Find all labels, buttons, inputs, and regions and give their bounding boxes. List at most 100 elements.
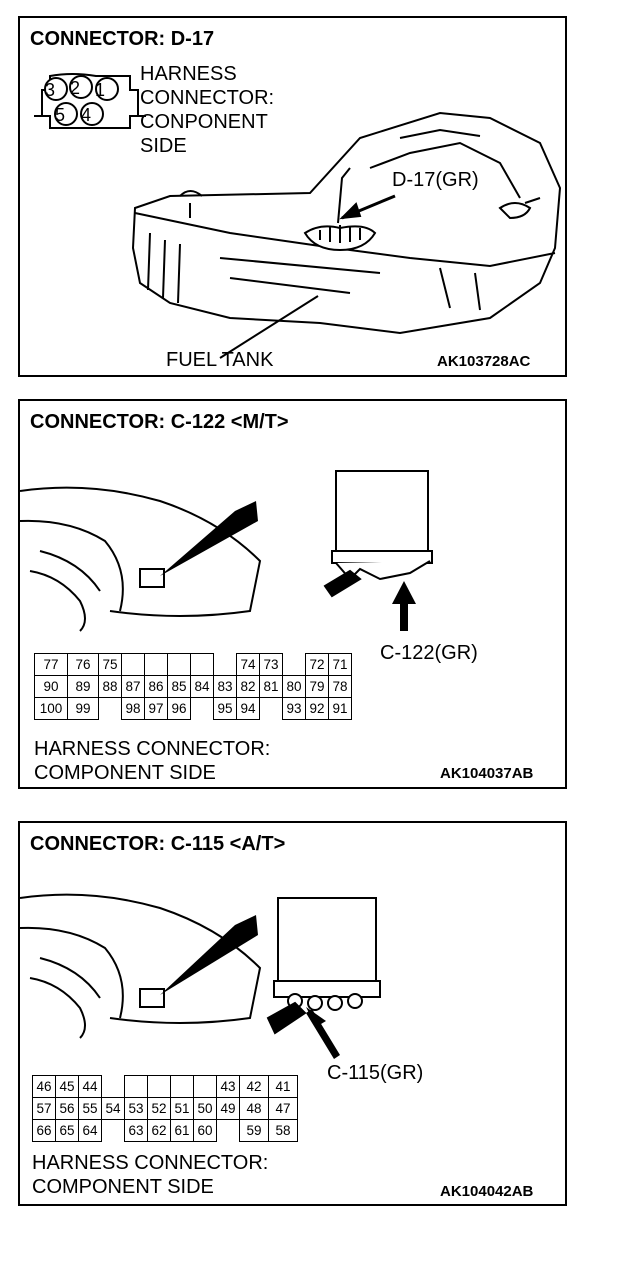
- empty-cavity: [99, 698, 122, 720]
- pin-5: 5: [54, 105, 65, 125]
- dashboard-illustration: [20, 893, 381, 1059]
- pin-86: 86: [144, 675, 168, 698]
- pin-55: 55: [78, 1097, 102, 1120]
- harness-label-4: SIDE: [140, 135, 187, 157]
- location-pointer: [160, 501, 258, 576]
- pin-96: 96: [167, 697, 191, 720]
- empty-cavity: [191, 698, 214, 720]
- pin-42: 42: [239, 1075, 269, 1098]
- panel-title: CONNECTOR: C-115 <A/T>: [30, 833, 286, 855]
- pin-95: 95: [213, 697, 237, 720]
- panel-title: CONNECTOR: C-122 <M/T>: [30, 411, 289, 433]
- pin-74: 74: [236, 653, 260, 676]
- pin-59: 59: [239, 1119, 269, 1142]
- pin-44: 44: [78, 1075, 102, 1098]
- pin-99: 99: [67, 697, 99, 720]
- pin-62: 62: [147, 1119, 171, 1142]
- pin-89: 89: [67, 675, 99, 698]
- pin-79: 79: [305, 675, 329, 698]
- pin-4: 4: [80, 105, 91, 125]
- empty-cavity: [217, 1120, 240, 1142]
- ecu-module: [323, 470, 433, 598]
- empty-cavity: [214, 654, 237, 676]
- pin-77: 77: [34, 653, 68, 676]
- connector-callout: C-122(GR): [380, 642, 478, 664]
- empty-cavity: [102, 1076, 125, 1098]
- empty-cavity: [170, 1075, 194, 1098]
- pin-84: 84: [190, 675, 214, 698]
- pin-93: 93: [282, 697, 306, 720]
- dashboard-drawing: [20, 486, 262, 632]
- empty-cavity: [260, 698, 283, 720]
- caption-line-1: HARNESS CONNECTOR:: [34, 738, 271, 760]
- pin-2: 2: [69, 78, 80, 98]
- empty-cavity: [193, 1075, 217, 1098]
- caption-line-2: COMPONENT SIDE: [32, 1176, 214, 1198]
- pin-57: 57: [32, 1097, 56, 1120]
- harness-label-3: CONPONENT: [140, 111, 268, 133]
- empty-cavity: [124, 1075, 148, 1098]
- empty-cavity: [102, 1120, 125, 1142]
- pin-41: 41: [268, 1075, 298, 1098]
- pin-90: 90: [34, 675, 68, 698]
- pin-81: 81: [259, 675, 283, 698]
- callout-arrow: [392, 581, 416, 631]
- harness-label-1: HARNESS: [140, 63, 237, 85]
- pin-80: 80: [282, 675, 306, 698]
- fuel-tank-illustration: [34, 73, 562, 359]
- pin-82: 82: [236, 675, 260, 698]
- pin-76: 76: [67, 653, 99, 676]
- pin-43: 43: [216, 1075, 240, 1098]
- pin-83: 83: [213, 675, 237, 698]
- pin-53: 53: [124, 1097, 148, 1120]
- connector-pin-diagram: [34, 73, 146, 129]
- pin-73: 73: [259, 653, 283, 676]
- location-pointer: [160, 915, 258, 995]
- pin-54: 54: [101, 1097, 125, 1120]
- pin-46: 46: [32, 1075, 56, 1098]
- empty-cavity: [121, 653, 145, 676]
- pin-49: 49: [216, 1097, 240, 1120]
- pin-61: 61: [170, 1119, 194, 1142]
- pin-92: 92: [305, 697, 329, 720]
- connector-d17-panel: CONNECTOR: D-17: [18, 16, 567, 377]
- empty-cavity: [283, 654, 306, 676]
- empty-cavity: [144, 653, 168, 676]
- pin-98: 98: [121, 697, 145, 720]
- callout-arrow: [306, 1007, 340, 1059]
- caption-line-2: COMPONENT SIDE: [34, 762, 216, 784]
- dashboard-drawing: [20, 893, 262, 1039]
- empty-cavity: [147, 1075, 171, 1098]
- empty-cavity: [190, 653, 214, 676]
- pin-91: 91: [328, 697, 352, 720]
- pin-3: 3: [44, 80, 55, 100]
- figure-code: AK104037AB: [440, 765, 534, 782]
- pin-50: 50: [193, 1097, 217, 1120]
- pin-75: 75: [98, 653, 122, 676]
- harness-label-2: CONNECTOR:: [140, 87, 275, 109]
- pin-52: 52: [147, 1097, 171, 1120]
- fuel-tank-label: FUEL TANK: [166, 349, 274, 371]
- empty-cavity: [167, 653, 191, 676]
- pin-78: 78: [328, 675, 352, 698]
- pin-97: 97: [144, 697, 168, 720]
- caption-line-1: HARNESS CONNECTOR:: [32, 1152, 269, 1174]
- pin-48: 48: [239, 1097, 269, 1120]
- pin-65: 65: [55, 1119, 79, 1142]
- pin-63: 63: [124, 1119, 148, 1142]
- pin-85: 85: [167, 675, 191, 698]
- pin-58: 58: [268, 1119, 298, 1142]
- pin-71: 71: [328, 653, 352, 676]
- connector-callout: C-115(GR): [327, 1062, 424, 1084]
- figure-code: AK103728AC: [437, 353, 531, 370]
- fuel-tank-drawing: [131, 111, 562, 335]
